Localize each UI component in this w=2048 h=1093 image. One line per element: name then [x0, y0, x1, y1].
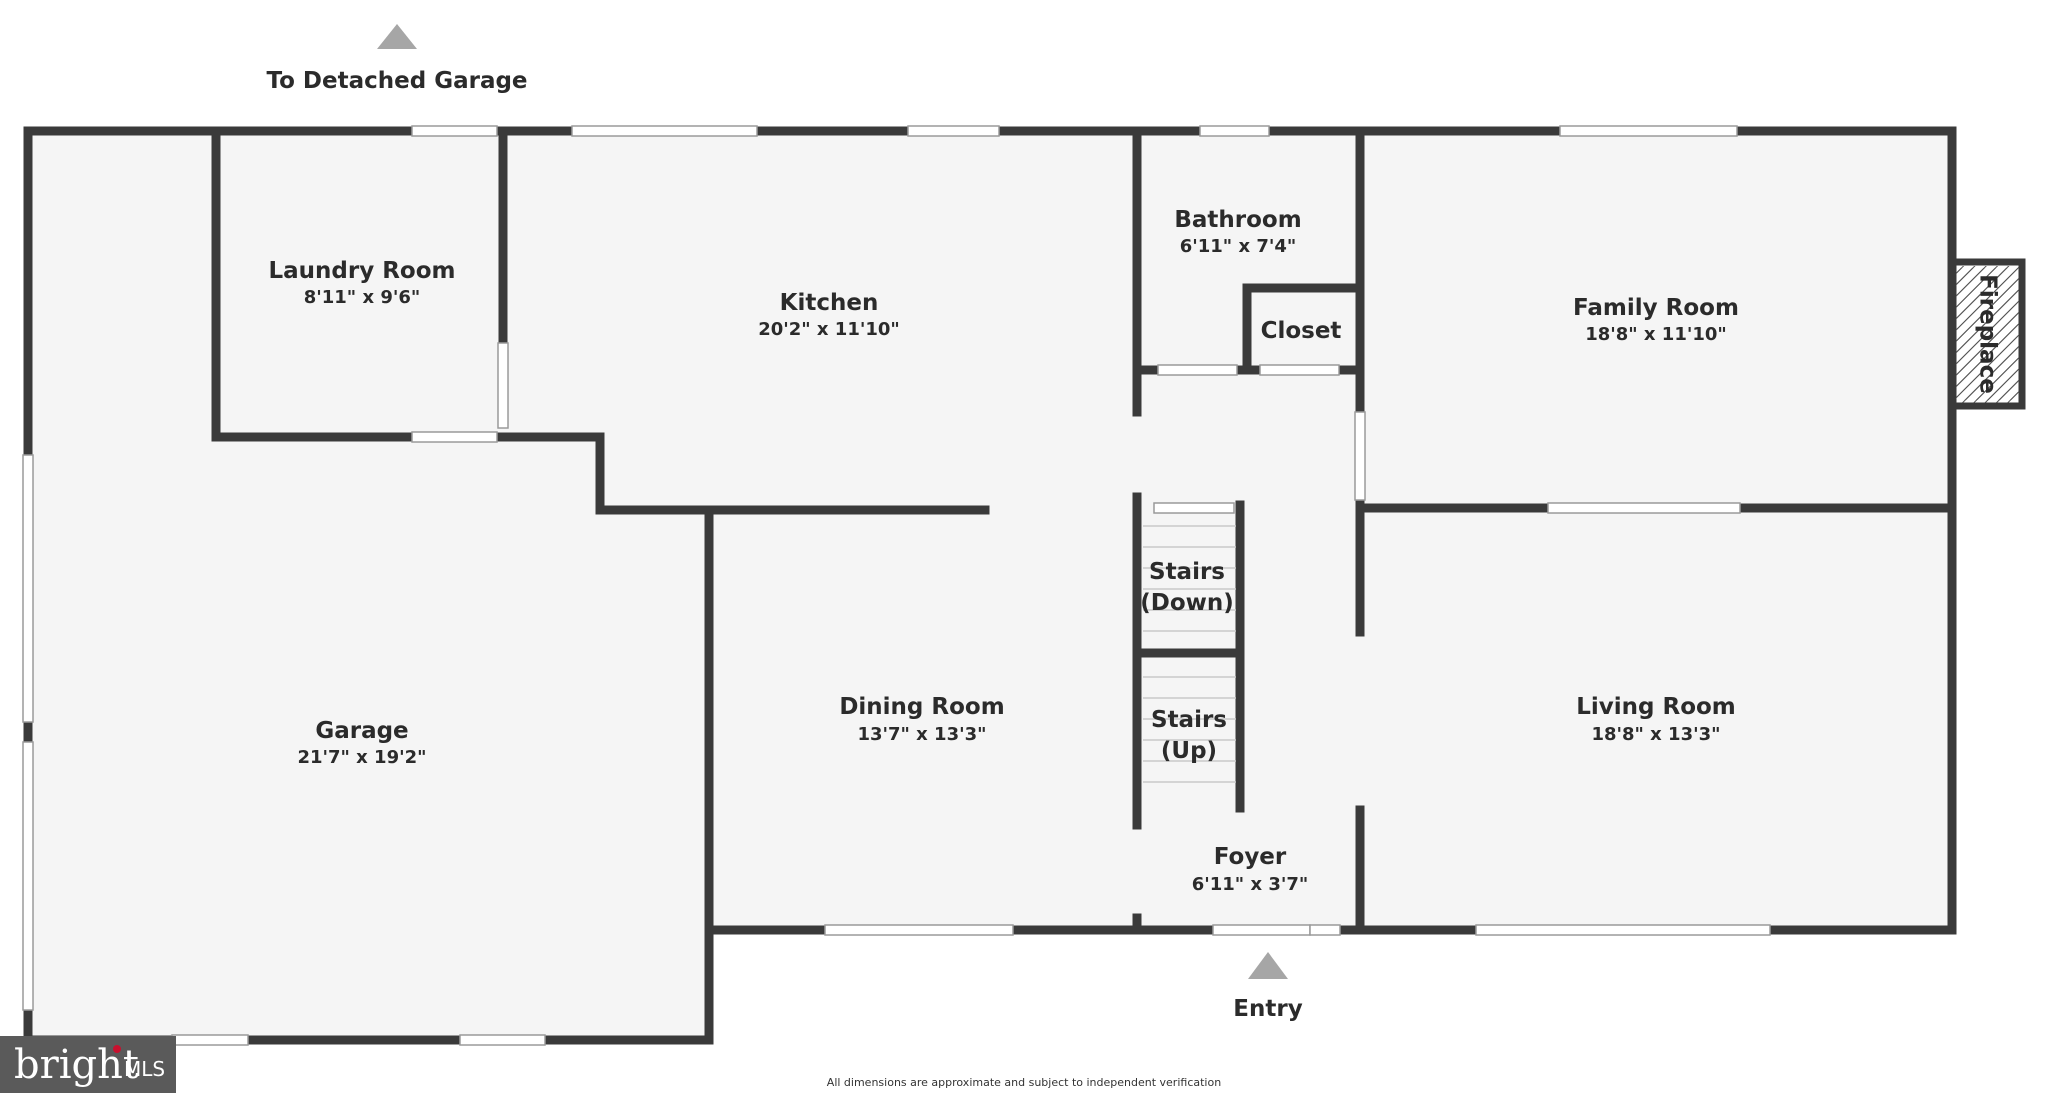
window — [1547, 502, 1741, 514]
foyer-dims: 6'11" x 3'7" — [1192, 874, 1309, 895]
window — [22, 741, 34, 1011]
laundry-wall — [492, 432, 709, 515]
family-room-name: Family Room — [1573, 295, 1739, 321]
bathroom-dims: 6'11" x 7'4" — [1180, 236, 1297, 257]
window — [1354, 411, 1366, 501]
wall-bottom-garage — [540, 925, 714, 1045]
bright-mls-logo: bright MLS — [0, 1036, 176, 1093]
fireplace: Fireplace — [1956, 268, 2018, 400]
stairs-down-label: (Down) — [1140, 590, 1234, 616]
stairs-down-label: Stairs — [1149, 559, 1225, 585]
window — [411, 431, 498, 443]
fireplace-label: Fireplace — [1975, 274, 2001, 394]
laundry-room-name: Laundry Room — [268, 258, 455, 284]
window — [171, 1034, 249, 1046]
window — [459, 1034, 546, 1046]
window — [22, 454, 34, 723]
house-floor — [28, 131, 1952, 1040]
closet-wall — [1242, 283, 1365, 375]
garage-dims: 21'7" x 19'2" — [297, 747, 426, 768]
walls — [23, 126, 2026, 1045]
window — [907, 125, 1000, 137]
garage-name: Garage — [315, 718, 408, 744]
entry-label: Entry — [1233, 996, 1302, 1022]
stairs-up-label: (Up) — [1161, 738, 1217, 764]
window — [1475, 924, 1771, 936]
disclaimer: All dimensions are approximate and subje… — [827, 1076, 1221, 1089]
living-room-dims: 18'8" x 13'3" — [1591, 724, 1720, 745]
detached-garage-label: To Detached Garage — [266, 68, 527, 94]
window — [411, 125, 498, 137]
window — [1153, 502, 1235, 514]
kitchen-dims: 20'2" x 11'10" — [758, 319, 900, 340]
arrow-up-icon — [377, 24, 417, 49]
foyer-name: Foyer — [1214, 844, 1287, 870]
window — [1212, 924, 1311, 936]
window — [1559, 125, 1738, 137]
window — [1157, 364, 1238, 376]
window — [571, 125, 758, 137]
family-room-dims: 18'8" x 11'10" — [1585, 324, 1727, 345]
stair-treads — [1143, 525, 1236, 783]
stairs-up-label: Stairs — [1151, 707, 1227, 733]
window — [1199, 125, 1270, 137]
windows — [22, 125, 1771, 1046]
window — [1259, 364, 1340, 376]
dining-room-dims: 13'7" x 13'3" — [857, 724, 986, 745]
living-room-name: Living Room — [1576, 694, 1736, 720]
logo-suffix: MLS — [124, 1057, 165, 1081]
window — [824, 924, 1014, 936]
dining-room-name: Dining Room — [839, 694, 1004, 720]
bathroom-name: Bathroom — [1174, 207, 1301, 233]
window — [1309, 924, 1341, 936]
laundry-room-dims: 8'11" x 9'6" — [304, 287, 421, 308]
laundry-wall — [211, 126, 417, 442]
closet-name: Closet — [1261, 318, 1342, 344]
kitchen-name: Kitchen — [780, 290, 879, 316]
arrow-up-icon — [1248, 952, 1288, 979]
fireplace-wall — [1948, 258, 2026, 410]
window — [497, 342, 509, 429]
